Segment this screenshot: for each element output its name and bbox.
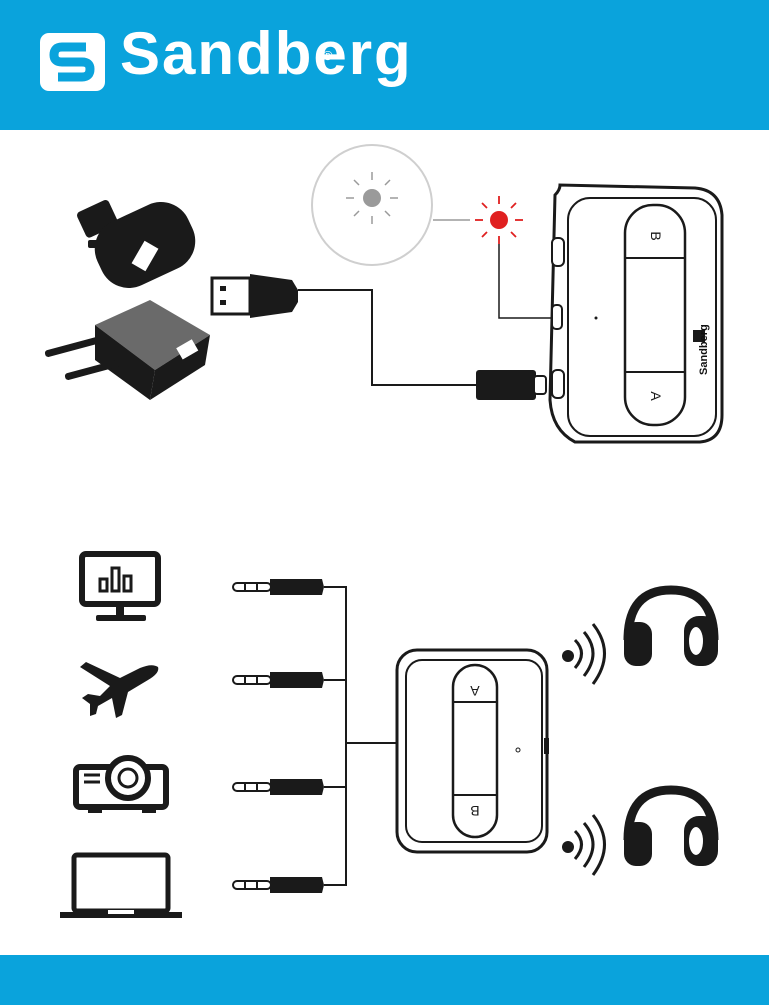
sandberg-logo-icon <box>40 33 105 91</box>
wireless-signal-icon-2 <box>562 815 605 875</box>
cable-lines <box>324 587 396 885</box>
header-bar: Sandberg ® <box>0 0 769 130</box>
device-top-button-a: A <box>648 391 664 401</box>
audio-jack-4 <box>233 877 324 893</box>
audio-jack-3 <box>233 779 324 795</box>
device-top-button-b: B <box>648 231 664 240</box>
brand-wordmark: Sandberg <box>120 24 413 84</box>
usb-cable-icon <box>212 274 546 400</box>
headphones-icon <box>624 590 718 666</box>
led-off-bubble <box>312 145 432 265</box>
registered-mark: ® <box>323 48 333 63</box>
headphones-icon <box>624 790 718 866</box>
led-on-icon <box>475 196 558 318</box>
projector-icon <box>76 758 166 813</box>
device-bottom-button-b: B <box>470 803 479 819</box>
audio-jack-1 <box>233 579 324 595</box>
laptop-icon <box>60 855 182 918</box>
device-brand-label: Sandberg <box>698 324 710 375</box>
audio-jack-2 <box>233 672 324 688</box>
car-charger-icon <box>76 192 205 298</box>
airplane-icon <box>80 662 158 718</box>
transmitter-device-bottom: A B <box>397 650 549 852</box>
transmitter-device-top: B A <box>550 185 722 442</box>
footer-bar <box>0 955 769 1005</box>
wireless-signal-icon-1 <box>562 624 605 684</box>
tv-monitor-icon <box>82 554 158 621</box>
wall-charger-icon <box>44 300 210 400</box>
illustration: B A <box>0 130 769 955</box>
device-bottom-button-a: A <box>470 683 480 699</box>
